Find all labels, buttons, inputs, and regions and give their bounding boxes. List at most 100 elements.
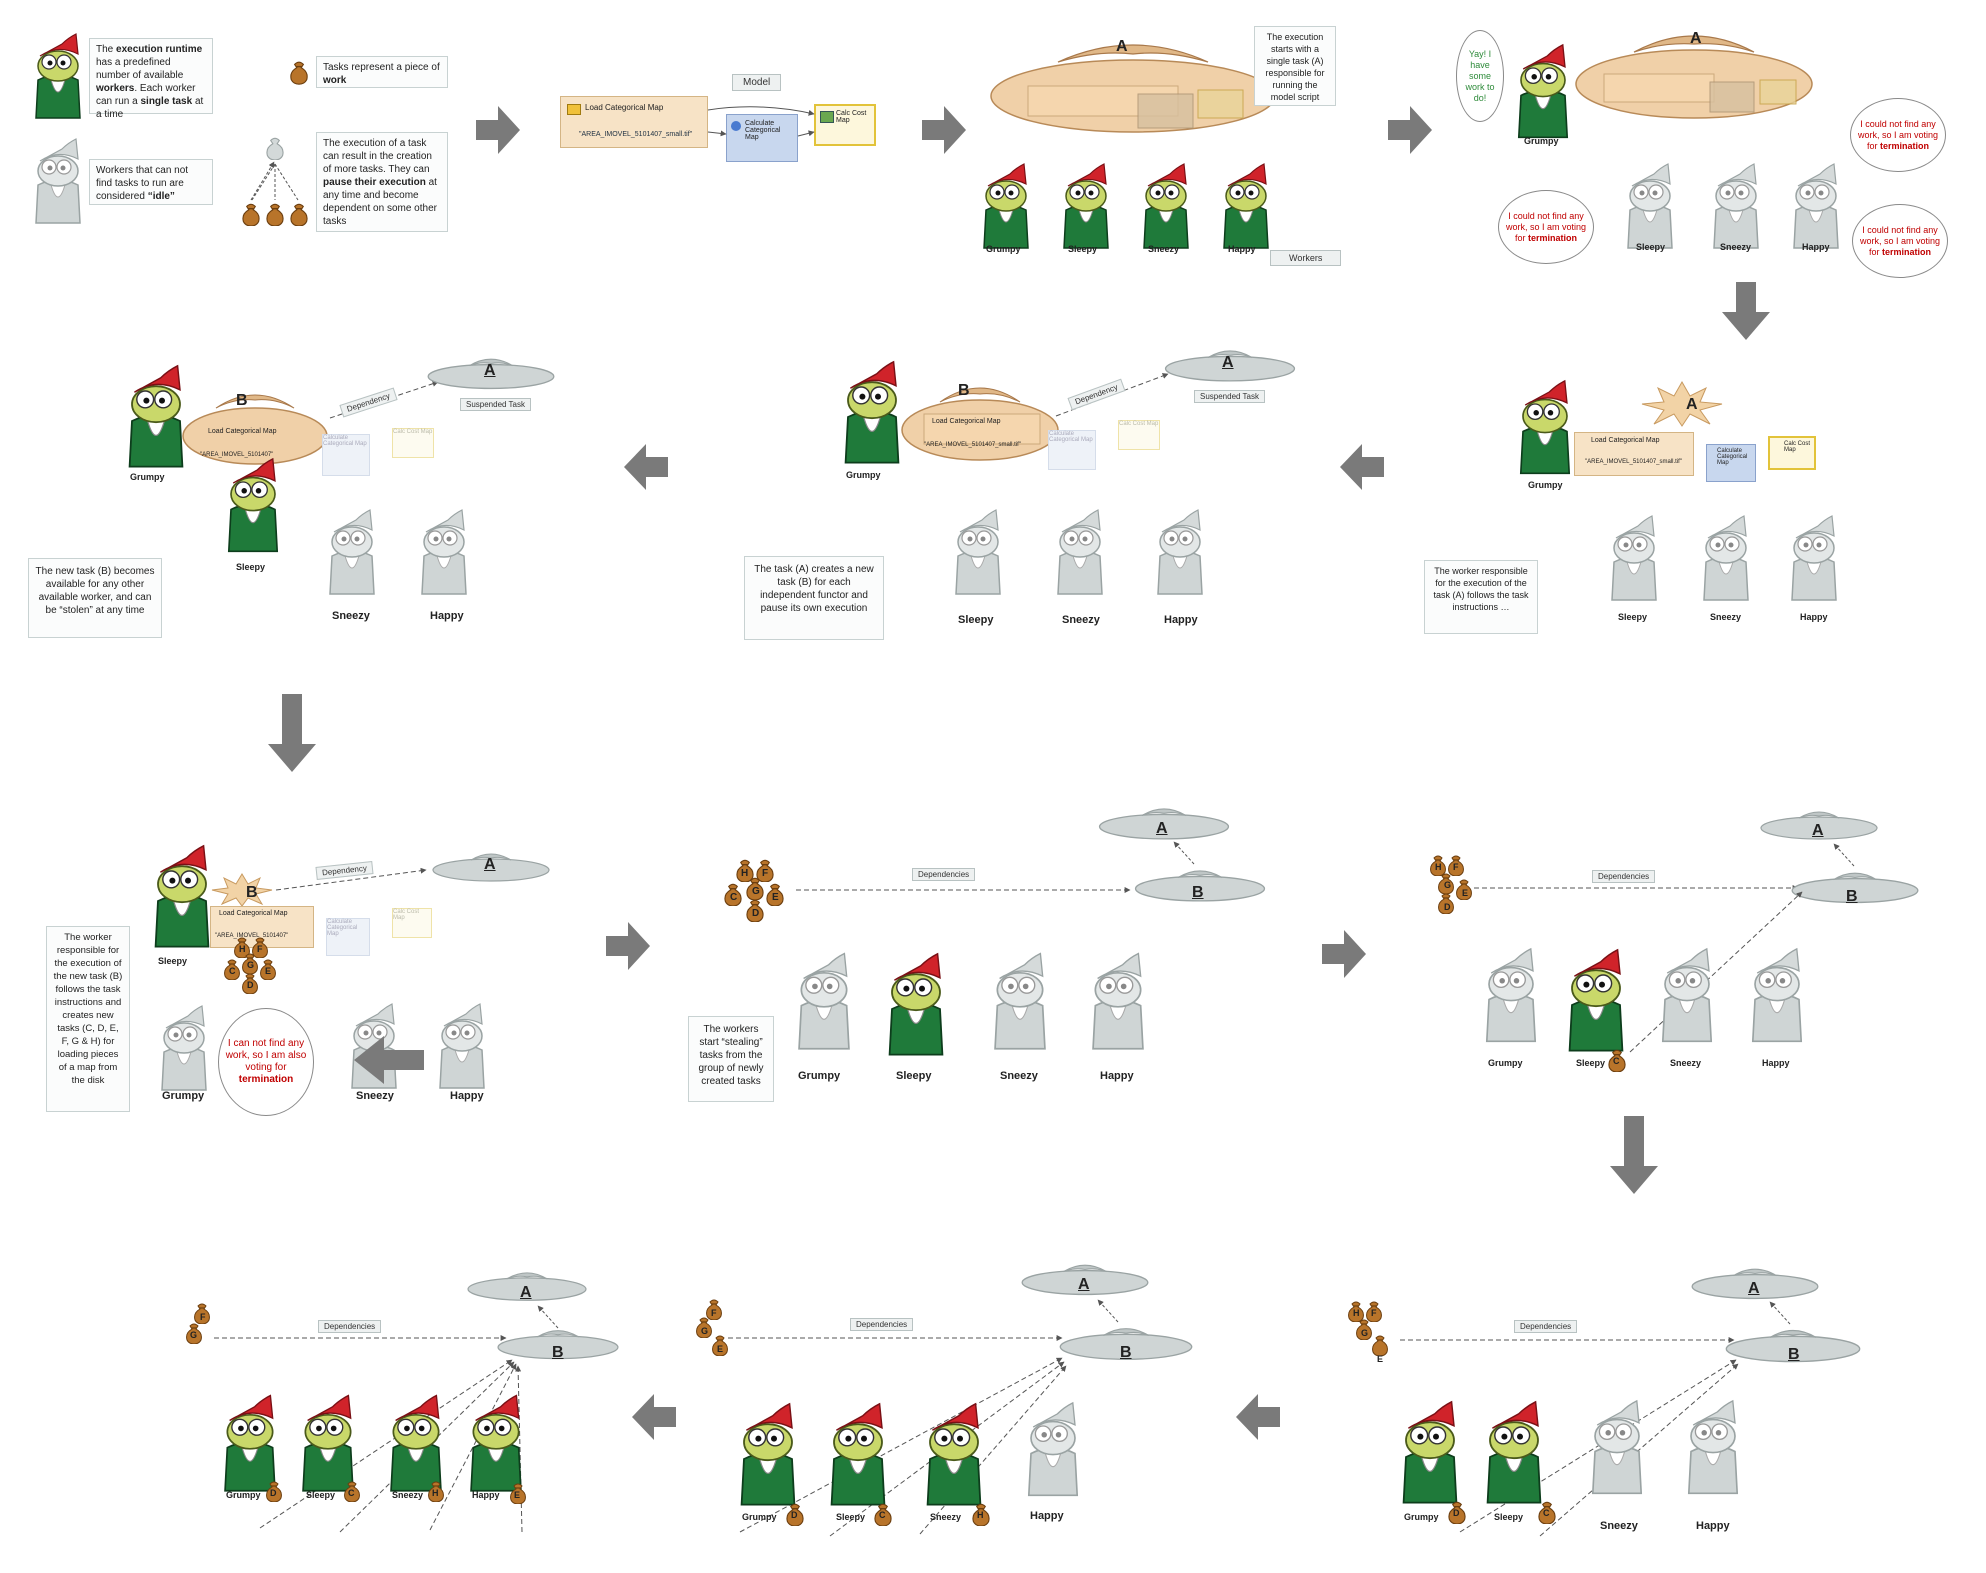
- model-calc-cost-label: Calc Cost Map: [836, 110, 867, 124]
- s12-dependencies-tag: Dependencies: [318, 1320, 382, 1333]
- note-stealing: The workers start “stealing” tasks from …: [688, 1016, 774, 1102]
- sleepy-label-s7: Sleepy: [158, 956, 188, 966]
- flow-arrow-down-3: [1610, 1116, 1658, 1194]
- sleepy-label-s5: Sleepy: [958, 614, 994, 626]
- worker-grumpy-s8: [790, 948, 858, 1052]
- grumpy-label-s4: Grumpy: [1528, 480, 1563, 490]
- task-a-sack-big: [990, 44, 1276, 133]
- s10-bag-h: H: [1353, 1308, 1360, 1318]
- sneezy-label-s11: Sneezy: [930, 1512, 962, 1522]
- sneezy-label-s4: Sneezy: [1710, 612, 1742, 622]
- s9-dependency-line: [1474, 885, 1799, 891]
- s9-bag-d: D: [1444, 902, 1451, 912]
- worker-sleepy-s7: [146, 840, 218, 950]
- model-load-node: Load Categorical Map "AREA_IMOVEL_510140…: [560, 96, 708, 148]
- s5-load-label: Load Categorical Map: [932, 418, 1001, 425]
- s9-bag-g: G: [1444, 880, 1452, 890]
- flow-arrow-left-1: [1340, 444, 1384, 490]
- s12-bag-h-label: H: [432, 1488, 439, 1498]
- grumpy-label-s9: Grumpy: [1488, 1058, 1523, 1068]
- s5-faded-cost: Calc Cost Map: [1118, 420, 1160, 450]
- s9-bag-e: E: [1462, 888, 1469, 898]
- task-b-label-s7: B: [246, 884, 258, 901]
- s8-bag-d: D: [752, 908, 760, 919]
- worker-sleepy-s4: [1604, 512, 1664, 602]
- legend-tasks-note: Tasks represent a piece of work: [316, 56, 448, 88]
- happy-label-s10: Happy: [1696, 1520, 1730, 1532]
- legend-runtime-note: The execution runtime has a predefined n…: [89, 38, 213, 120]
- task-a-label-s6: A: [484, 362, 496, 379]
- s6-load-label: Load Categorical Map: [208, 428, 277, 435]
- s7-dependency-line: [275, 867, 427, 891]
- s11-bag-f: F: [711, 1308, 717, 1318]
- note-worker-follows: The worker responsible for the execution…: [1424, 560, 1538, 634]
- flow-arrow-down-1: [1722, 282, 1770, 340]
- sneezy-label-s5: Sneezy: [1062, 614, 1100, 626]
- calc-icon: [731, 121, 741, 131]
- flow-arrow-right-5: [1322, 930, 1366, 978]
- worker-sleepy-s10: [1478, 1396, 1550, 1506]
- s9-steal-line: [1629, 891, 1803, 1053]
- s9-bag-c-label: C: [1613, 1056, 1620, 1066]
- s4-calc-cost-node: Calc Cost Map: [1768, 436, 1816, 470]
- task-a-label-s11: A: [1078, 1276, 1090, 1293]
- s12-dependency-line: [214, 1335, 507, 1341]
- burst-icon: [1641, 380, 1723, 427]
- sneezy-label-s10: Sneezy: [1600, 1520, 1638, 1532]
- flow-arrow-left-inline: [354, 1036, 424, 1084]
- worker-happy-s3: [1786, 160, 1846, 250]
- task-a-label: A: [1116, 38, 1128, 55]
- folder-icon: [567, 104, 581, 115]
- s10-bag-g: G: [1361, 1328, 1369, 1338]
- s12-bag-d-label: D: [270, 1488, 277, 1498]
- bubble-also-vote: I can not find any work, so I am also vo…: [218, 1008, 314, 1116]
- worker-happy-s12: [462, 1390, 530, 1494]
- s10-steal-lines: [1459, 1359, 1739, 1537]
- model-connectors: [707, 106, 815, 137]
- grumpy-label-s2: Grumpy: [986, 244, 1021, 254]
- sleepy-label-s11: Sleepy: [836, 1512, 866, 1522]
- flow-arrow-right-4: [606, 922, 650, 970]
- s4-file-label: "AREA_IMOVEL_5101407_small.tif": [1585, 459, 1682, 465]
- s7-bag-e: E: [265, 966, 272, 976]
- s11-bag-h-label: H: [977, 1510, 984, 1520]
- happy-label-s12: Happy: [472, 1490, 500, 1500]
- worker-sneezy-s2: [1136, 160, 1196, 250]
- s5-faded-calc: Calculate Categorical Map: [1048, 430, 1096, 470]
- worker-grumpy-s11: [732, 1398, 804, 1508]
- model-panel: Model Load Categorical Map "AREA_IMOVEL_…: [560, 72, 880, 162]
- worker-sneezy-s11: [918, 1398, 990, 1508]
- s11-bag-d-label: D: [791, 1510, 798, 1520]
- s7-bag-g: G: [247, 960, 255, 970]
- sleepy-label-s10: Sleepy: [1494, 1512, 1524, 1522]
- s12-bag-f: F: [200, 1312, 206, 1322]
- task-b-label-s6: B: [236, 392, 248, 409]
- flow-arrow-right-3: [1388, 106, 1432, 154]
- task-b-label-s10: B: [1788, 1346, 1800, 1363]
- happy-label-s8: Happy: [1100, 1070, 1134, 1082]
- worker-happy-s7: [432, 1000, 492, 1090]
- sneezy-label-s12: Sneezy: [392, 1490, 424, 1500]
- s7-load-label: Load Categorical Map: [219, 910, 288, 917]
- s8-bag-e: E: [772, 892, 779, 903]
- model-load-label: Load Categorical Map: [585, 103, 664, 112]
- s6-faded-cost: Calc Cost Map: [392, 428, 434, 458]
- task-a-label-s8: A: [1156, 820, 1168, 837]
- task-a-label-s5: A: [1222, 354, 1234, 371]
- bubble-yay: Yay! I have some work to do!: [1456, 30, 1504, 122]
- s12-bag-c-label: C: [348, 1488, 355, 1498]
- worker-sneezy-s4: [1696, 512, 1756, 602]
- worker-sneezy-s6: [322, 506, 382, 596]
- legend-bag-icon: [288, 57, 310, 85]
- sleepy-label-s12: Sleepy: [306, 1490, 336, 1500]
- s11-bag-g: G: [701, 1326, 709, 1336]
- worker-happy-s4: [1784, 512, 1844, 602]
- happy-label-s7: Happy: [450, 1090, 484, 1102]
- map-icon: [820, 111, 834, 123]
- s7-bag-d: D: [247, 980, 254, 990]
- worker-sneezy-s9: [1654, 944, 1720, 1044]
- grumpy-label-s10: Grumpy: [1404, 1512, 1439, 1522]
- task-a-sack-s3: [1575, 35, 1813, 119]
- worker-sleepy-s11: [822, 1398, 894, 1508]
